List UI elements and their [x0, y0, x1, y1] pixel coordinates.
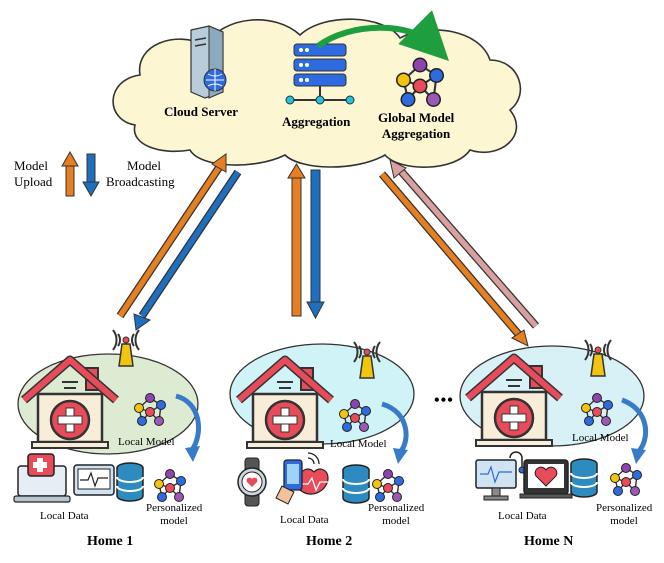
home1-personalized-line1: Personalized	[146, 502, 203, 514]
ellipsis-dots: •••	[434, 392, 454, 409]
home1-personalized-label: Personalized model	[146, 502, 202, 528]
home2-local-model-label: Local Model	[330, 438, 387, 450]
cloud-server-label: Cloud Server	[164, 104, 239, 119]
homeN-upload-arrow	[389, 159, 540, 329]
aggregation-icon	[285, 43, 355, 105]
feedback-arrow	[175, 393, 202, 452]
homeN-personalized-line1: Personalized	[596, 502, 653, 514]
medical-desktop-icon	[475, 451, 526, 501]
model-upload-label-line1: Model	[14, 158, 48, 173]
global-model-label: Global Model Aggregation	[378, 110, 454, 142]
global-model-label-line2: Aggregation	[381, 126, 451, 141]
broadcast-legend-arrow	[82, 153, 100, 198]
homeN-local-model-label: Local Model	[572, 432, 629, 444]
home1-group	[13, 329, 202, 503]
home2-local-data-label: Local Data	[280, 514, 329, 526]
model-broadcasting-label-line2: Broadcasting	[106, 174, 175, 189]
cloud-shape	[112, 18, 522, 168]
database-icon	[570, 458, 598, 498]
upload-legend-arrow	[61, 150, 79, 197]
model-broadcasting-label-line1: Model	[127, 158, 161, 173]
server-icon	[190, 25, 227, 99]
aggregation-label: Aggregation	[282, 114, 351, 129]
home2-personalized-line1: Personalized	[368, 502, 425, 514]
smartwatch-icon	[237, 457, 267, 507]
model-upload-label-line2: Upload	[14, 174, 53, 189]
home1-title: Home 1	[87, 534, 134, 549]
personalized-model-network-icon	[371, 468, 405, 503]
home2-personalized-line2: model	[382, 515, 410, 527]
homeN-group	[459, 339, 648, 501]
database-icon	[116, 462, 144, 502]
personalized-model-network-icon	[609, 462, 643, 497]
home2-group	[229, 341, 415, 507]
home2-broadcast-arrow	[306, 169, 325, 320]
home1-upload-arrow	[116, 153, 227, 319]
monitor-icon	[73, 464, 115, 496]
home2-upload-arrow	[287, 163, 306, 317]
model-broadcasting-label: Model Broadcasting	[106, 158, 175, 190]
global-model-label-line1: Global Model	[378, 110, 455, 125]
feedback-arrow	[620, 397, 648, 454]
home1-local-model-label: Local Model	[118, 436, 175, 448]
model-upload-label: Model Upload	[14, 158, 52, 190]
personalized-model-network-icon	[153, 468, 187, 503]
homeN-personalized-label: Personalized model	[596, 502, 652, 528]
aggregation-flow-arrow	[316, 10, 449, 61]
heart-tablet-icon	[519, 459, 573, 499]
home2-personalized-label: Personalized model	[368, 502, 424, 528]
feedback-arrow	[381, 401, 409, 454]
homeN-local-data-label: Local Data	[498, 510, 547, 522]
database-icon	[342, 464, 370, 504]
homeN-title: Home N	[524, 534, 574, 549]
homeN-broadcast-arrow	[378, 171, 529, 347]
home2-title: Home 2	[306, 534, 353, 549]
home1-broadcast-arrow	[133, 169, 242, 331]
medical-laptop-icon	[13, 453, 71, 503]
home1-local-data-label: Local Data	[40, 510, 89, 522]
homeN-personalized-line2: model	[610, 515, 638, 527]
home1-personalized-line2: model	[160, 515, 188, 527]
phone-heart-icon	[275, 452, 329, 505]
